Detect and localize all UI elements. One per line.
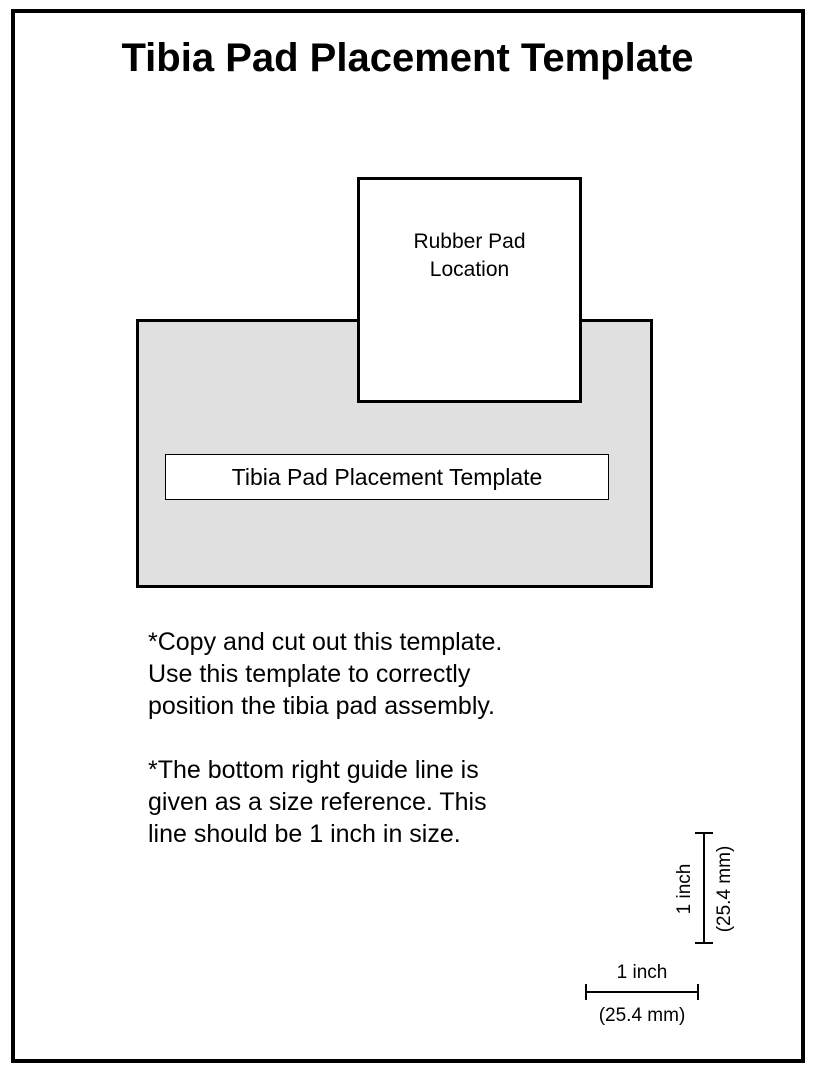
vertical-guide-label-inch: 1 inch (674, 863, 695, 915)
rubber-pad-label: Rubber Pad Location (413, 230, 526, 281)
instruction-paragraph-copy: *Copy and cut out this template. Use thi… (148, 628, 503, 720)
horizontal-guide-bar (585, 991, 699, 993)
template-label-text: Tibia Pad Placement Template (231, 463, 543, 490)
vertical-guide-bar (703, 832, 705, 944)
rubber-pad-location-box: Rubber Pad Location (357, 177, 582, 403)
vertical-guide-line (690, 832, 718, 944)
instructions-text: *Copy and cut out this template. Use thi… (148, 626, 628, 850)
horizontal-guide-line (585, 984, 699, 1000)
vertical-guide-label-mm: (25.4 mm) (714, 845, 735, 933)
page-title: Tibia Pad Placement Template (121, 36, 694, 80)
page-border (11, 9, 805, 1063)
horizontal-guide-label-mm: (25.4 mm) (598, 1005, 686, 1026)
instruction-paragraph-guide: *The bottom right guide line is given as… (148, 756, 487, 848)
horizontal-guide-label-inch: 1 inch (616, 962, 668, 983)
horizontal-guide-cap-right (697, 984, 699, 1000)
vertical-guide-cap-bottom (695, 942, 713, 944)
template-label-box: Tibia Pad Placement Template (165, 454, 609, 500)
